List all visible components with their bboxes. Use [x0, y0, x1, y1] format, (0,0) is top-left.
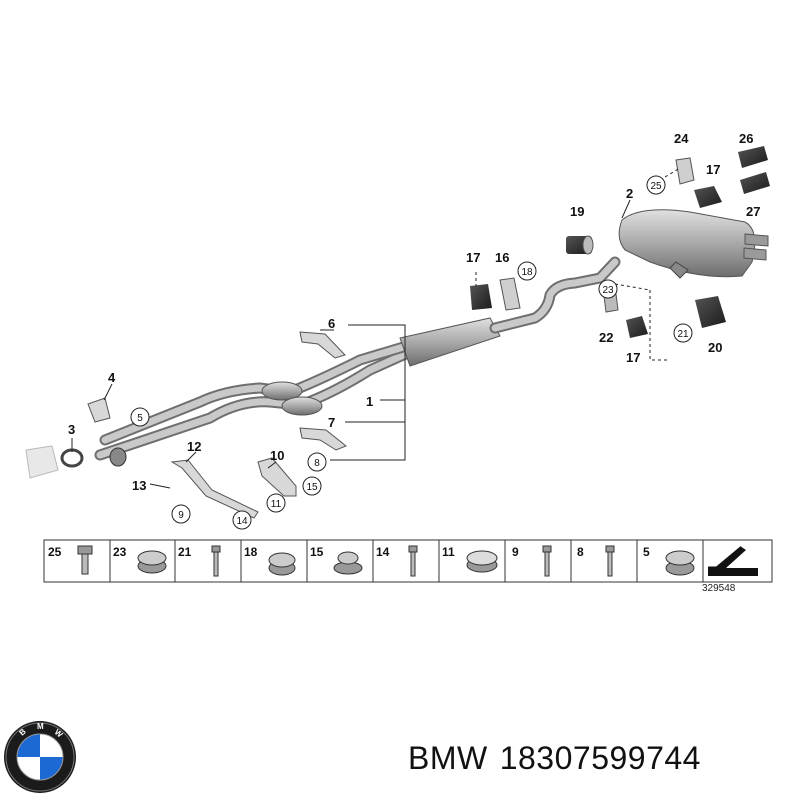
- strip-part-number: 9: [512, 545, 519, 559]
- callout: 2: [626, 186, 633, 201]
- part-24-holder: [675, 157, 695, 185]
- part-17-low-bracket: [626, 316, 648, 338]
- diagram-reference-number: 329548: [702, 583, 736, 594]
- callout: 16: [495, 250, 509, 265]
- circled-callout: 14: [236, 516, 248, 527]
- circled-callout: 11: [271, 499, 282, 510]
- callout: 10: [270, 448, 284, 463]
- callout: 6: [328, 316, 335, 331]
- brand-name: BMW: [408, 740, 488, 776]
- callout: 7: [328, 415, 335, 430]
- circled-callouts: 5 8 9 11 14 15 18 21 23 25: [130, 175, 693, 530]
- strip-part-number: 5: [643, 545, 650, 559]
- callout: 17: [466, 250, 480, 265]
- circled-callout: 21: [677, 329, 689, 340]
- circled-callout: 15: [306, 482, 318, 493]
- part-20-rubber-mount: [695, 296, 726, 328]
- bolt-icon: [605, 545, 615, 577]
- part-17-mid-bracket: [470, 284, 492, 310]
- strip-part-number: 15: [310, 545, 324, 559]
- bolt-icon: [211, 545, 221, 577]
- part-16-bracket: [499, 277, 521, 311]
- callout: 12: [187, 439, 201, 454]
- flange-nut-icon: [333, 551, 363, 575]
- leader-lines: [71, 167, 681, 489]
- part-27-tailpipe-tip: [740, 172, 770, 194]
- arrow-direction-icon: [708, 545, 758, 576]
- strip-part-number: 11: [442, 545, 455, 559]
- circled-callout: 25: [650, 181, 662, 192]
- bmw-logo-icon: B M W: [4, 721, 76, 793]
- spacer-icon: [466, 550, 498, 573]
- nut-icon: [665, 550, 695, 576]
- callout: 17: [706, 162, 720, 177]
- circled-callout: 5: [137, 413, 143, 424]
- svg-text:B: B: [18, 727, 28, 738]
- callout: 27: [746, 204, 760, 219]
- circled-callout: 8: [314, 458, 320, 469]
- callout: 19: [570, 204, 584, 219]
- circled-callout: 9: [178, 510, 184, 521]
- callout: 20: [708, 340, 722, 355]
- callout: 26: [739, 131, 753, 146]
- part-26-tailpipe-tip: [738, 146, 768, 168]
- strip-part-number: 25: [48, 545, 62, 559]
- bolt-icon: [408, 545, 418, 577]
- strip-part-number: 18: [244, 545, 258, 559]
- bolt-icon: [542, 545, 552, 577]
- nut-icon: [268, 552, 296, 576]
- strip-part-number: 14: [376, 545, 390, 559]
- strip-part-number: 21: [178, 545, 192, 559]
- strip-part-number: 8: [577, 545, 584, 559]
- callout: 17: [626, 350, 640, 365]
- callout: 24: [674, 131, 689, 146]
- callout: 4: [108, 370, 116, 385]
- front-pipe-assembly: [25, 256, 621, 479]
- strip-part-number: 23: [113, 545, 127, 559]
- callout: 22: [599, 330, 613, 345]
- bolt-icon: [77, 545, 93, 575]
- hangers-and-mounts: [60, 146, 770, 519]
- svg-text:M: M: [37, 722, 44, 731]
- callout: 3: [68, 422, 75, 437]
- fastener-strip: 25 23 21 18 15 14 11 9 8 5: [43, 539, 773, 583]
- circled-callout: 18: [521, 267, 533, 278]
- part-number: 18307599744: [499, 740, 701, 776]
- callout: 13: [132, 478, 146, 493]
- callout: 1: [366, 394, 373, 409]
- nut-icon: [137, 550, 167, 574]
- rear-silencer: [618, 209, 769, 279]
- svg-text:W: W: [53, 728, 65, 740]
- callout-numbers: 1 2 3 4 6 7 10 12 13 16 17 17 17 19 20 2…: [68, 131, 760, 493]
- part-caption: BMW 18307599744: [408, 740, 701, 777]
- part-17-top-bracket: [694, 186, 722, 208]
- circled-callout: 23: [602, 285, 614, 296]
